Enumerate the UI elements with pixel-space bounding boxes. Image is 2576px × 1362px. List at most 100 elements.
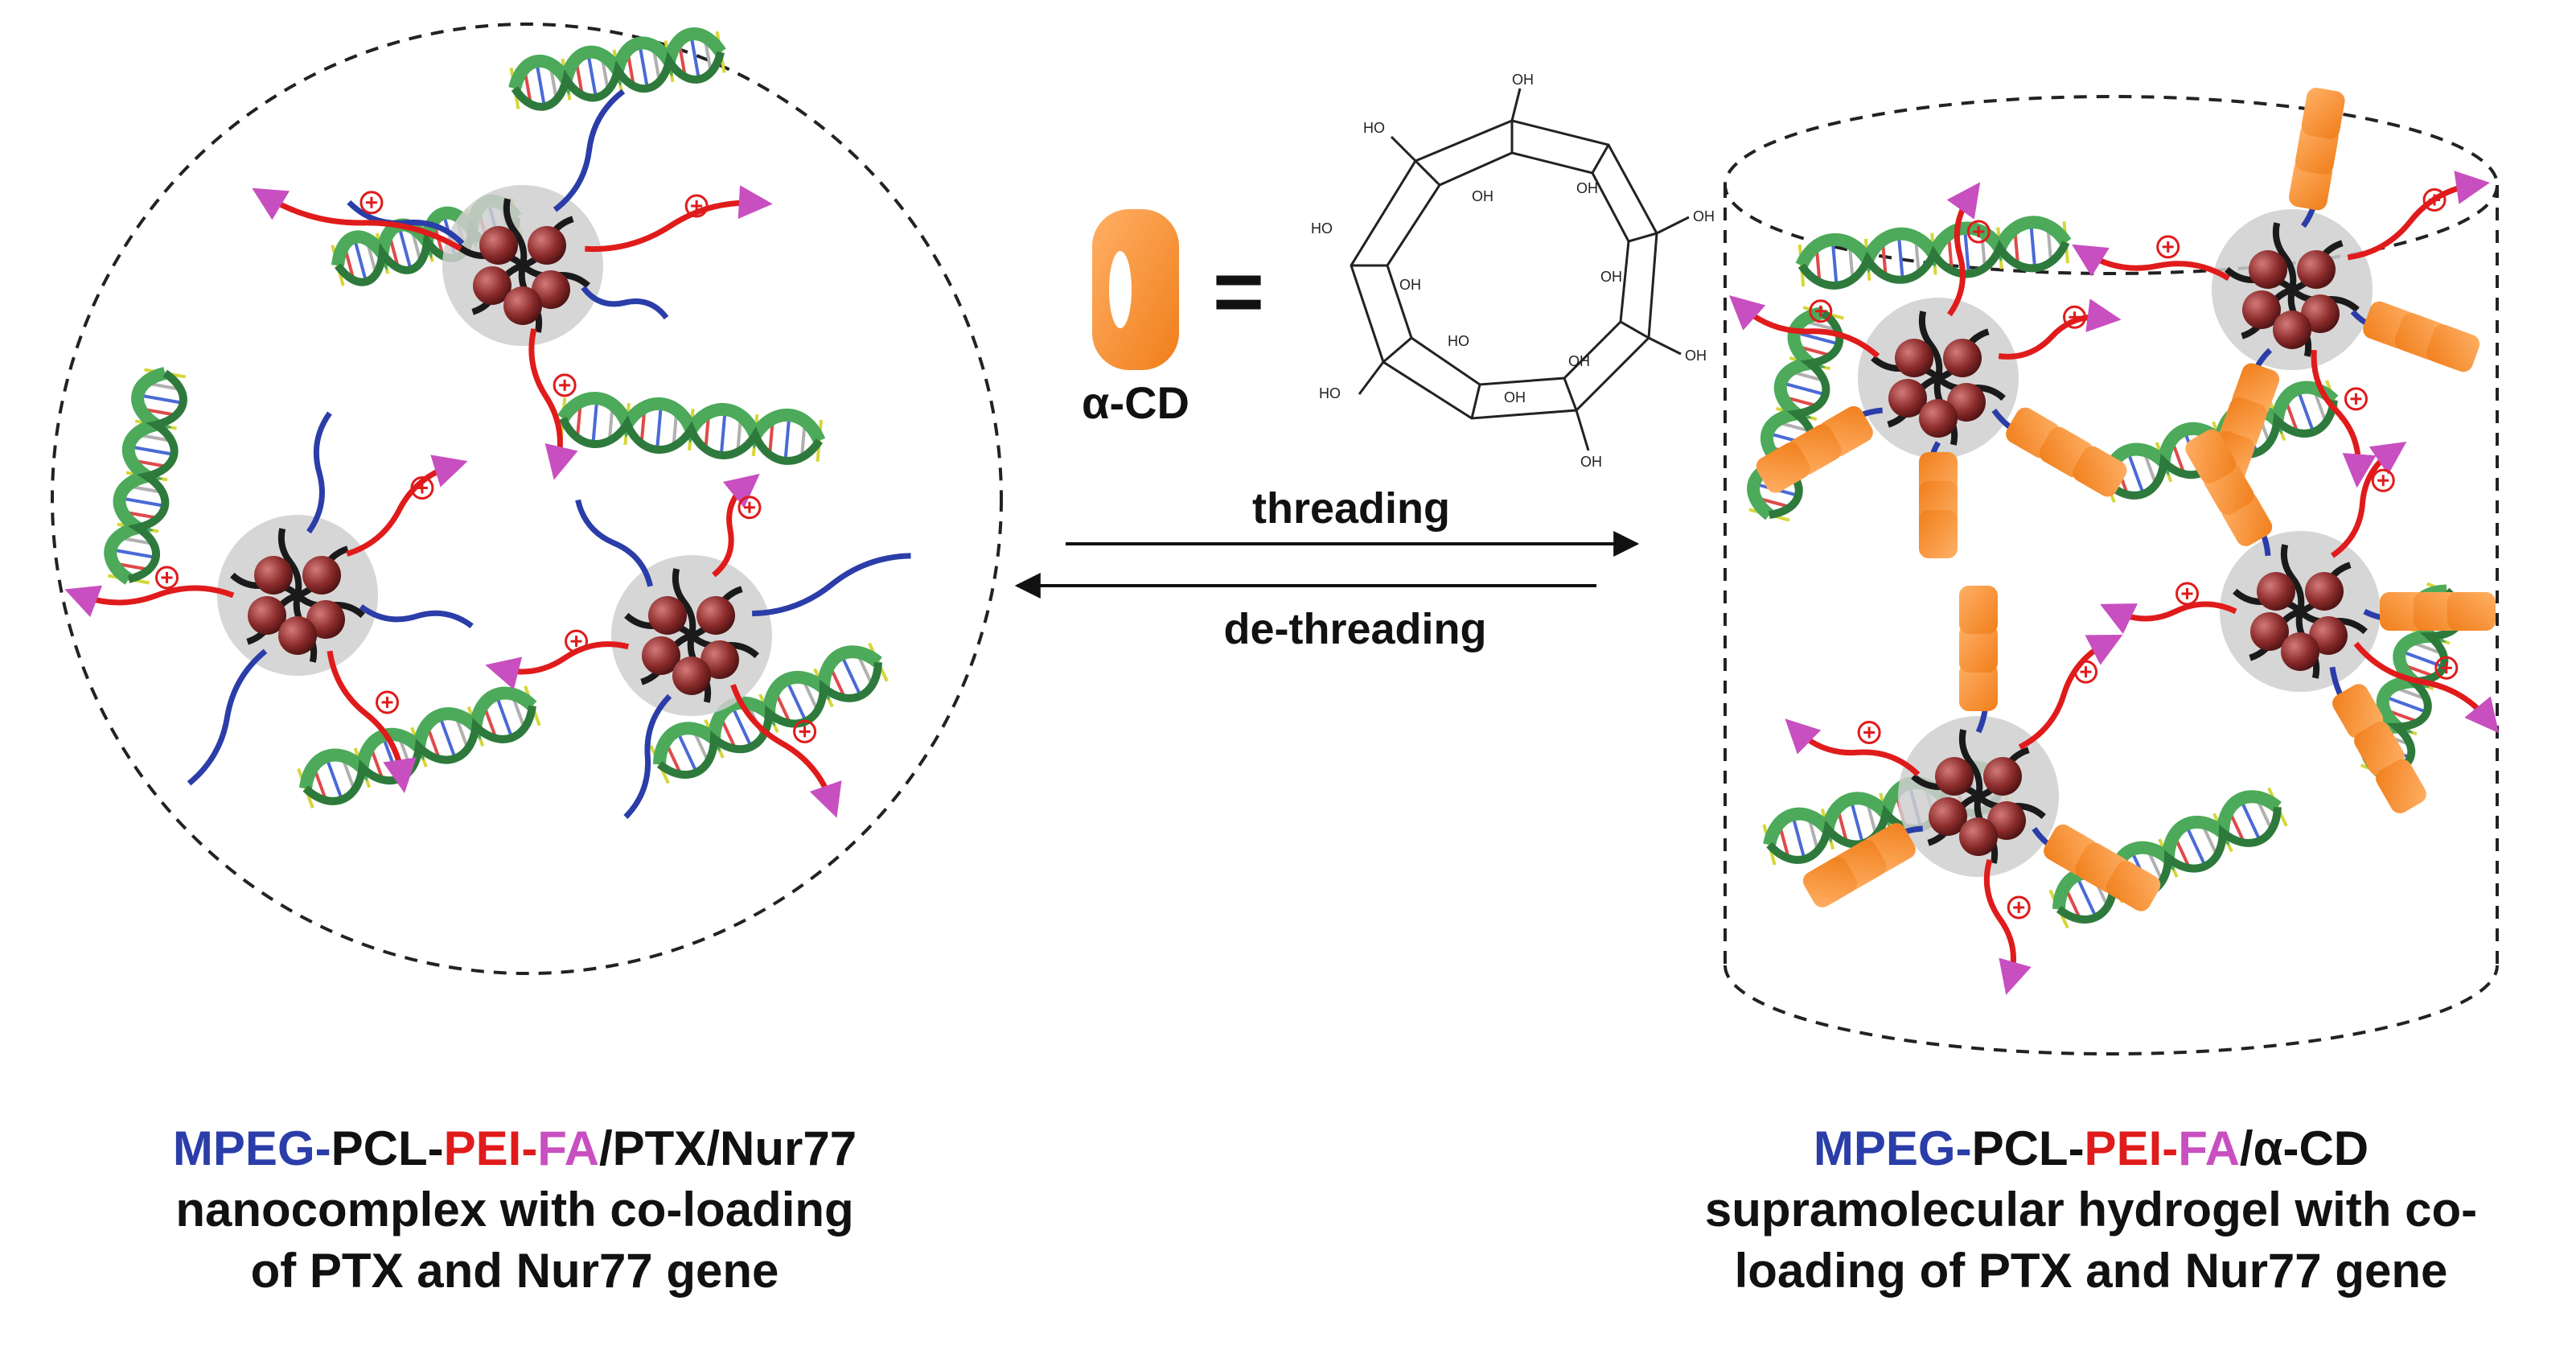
- positive-charge-icon: [1809, 299, 1833, 323]
- alpha-cd-ring: [1959, 663, 1998, 711]
- caption-right-rest: /α-CD: [2239, 1121, 2369, 1175]
- svg-text:OH: OH: [1399, 277, 1421, 293]
- mpeg-chain: [347, 200, 465, 246]
- positive-charge-icon: [2074, 660, 2098, 684]
- positive-charge-icon: [1857, 721, 1881, 745]
- positive-charge-icon: [2434, 656, 2459, 680]
- positive-charge-icon: [2422, 188, 2447, 212]
- positive-charge-icon: [1966, 220, 1991, 244]
- mpeg-chain: [187, 648, 268, 786]
- pei-fa-chain: [2353, 641, 2500, 734]
- ptx-core-particle: [528, 226, 566, 265]
- mpeg-chain: [306, 411, 332, 534]
- alpha-cd-ring: [2447, 592, 2496, 631]
- pei-fa-chain: [64, 585, 235, 618]
- ptx-core-particle: [1947, 383, 1986, 422]
- ptx-core-particle: [1987, 801, 2026, 840]
- hydrogel-panel: [1723, 88, 2500, 1055]
- positive-charge-icon: [155, 566, 179, 590]
- alpha-cd-ring: [1959, 586, 1998, 634]
- svg-text:OH: OH: [1472, 188, 1493, 204]
- ptx-core-particle: [2309, 616, 2348, 655]
- caption-right-pcl: PCL: [1971, 1121, 2069, 1175]
- dna-helix: [557, 392, 826, 465]
- positive-charge-icon: [410, 475, 434, 500]
- alpha-cd-label: α-CD: [1082, 377, 1189, 428]
- positive-charge-icon: [737, 496, 762, 520]
- pei-fa-chain: [2330, 441, 2407, 558]
- polymer-micelle: [2072, 88, 2490, 488]
- ptx-core-particle: [2297, 250, 2336, 289]
- ptx-core-particle: [2250, 612, 2289, 651]
- caption-right-pei: PEI: [2084, 1121, 2163, 1175]
- ptx-core-particle: [473, 266, 512, 305]
- pei-fa-chain: [2347, 171, 2490, 261]
- pei-fa-chain: [1998, 298, 2122, 360]
- threading-label: threading: [1252, 484, 1450, 533]
- positive-charge-icon: [2371, 468, 2395, 492]
- ptx-core-particle: [532, 270, 570, 309]
- positive-charge-icon: [2007, 895, 2031, 920]
- caption-left-line2: nanocomplex with co-loading: [175, 1183, 854, 1236]
- positive-charge-icon: [2175, 582, 2199, 606]
- de-threading-label: de-threading: [1223, 605, 1486, 653]
- ptx-core-particle: [672, 656, 711, 695]
- mpeg-chain: [623, 693, 672, 819]
- dna-helix: [297, 685, 541, 809]
- ptx-core-particle: [1983, 757, 2022, 796]
- polymer-micelle: [1729, 182, 2127, 558]
- polymer-micelle: [64, 411, 474, 793]
- polymer-micelle: [485, 473, 911, 819]
- ptx-core-particle: [2281, 632, 2319, 671]
- equilibrium-arrows: threading de-threading: [1014, 484, 1640, 653]
- cyclodextrin-structure-diagram: [1350, 88, 1690, 451]
- ptx-core-particle: [2257, 572, 2295, 611]
- svg-text:HO: HO: [1319, 385, 1341, 401]
- caption-left-mpeg: MPEG: [172, 1121, 315, 1175]
- ptx-core-particle: [1919, 399, 1958, 438]
- pei-fa-chain: [712, 473, 760, 578]
- hydroxyl-labels: OH OH OH OH OH OH OH OH OH OH HO HO HO H…: [1311, 72, 1715, 470]
- positive-charge-icon: [359, 191, 384, 215]
- positive-charge-icon: [684, 194, 709, 218]
- positive-charge-icon: [2156, 235, 2180, 259]
- ptx-core-particle: [278, 616, 317, 655]
- pei-fa-chain: [1785, 718, 1921, 777]
- polymer-micelle: [2100, 429, 2500, 813]
- dna-helix: [508, 27, 726, 111]
- caption-right-dash-2: -: [2068, 1121, 2085, 1175]
- positive-charge-icon: [2063, 305, 2087, 329]
- dna-helix: [1747, 306, 1844, 522]
- positive-charge-icon: [376, 690, 399, 714]
- ptx-core-particle: [306, 600, 345, 639]
- alpha-cd-ring: [2426, 324, 2480, 372]
- alpha-cd-ring: [2332, 684, 2383, 739]
- polymer-micelle: [1785, 586, 2161, 995]
- caption-right-line3: loading of PTX and Nur77 gene: [1734, 1244, 2448, 1298]
- caption-right-mpeg: MPEG: [1813, 1121, 1956, 1175]
- mpeg-chain: [553, 88, 626, 212]
- ptx-core-particle: [2301, 294, 2340, 333]
- positive-charge-icon: [2344, 387, 2368, 411]
- caption-right-line1: MPEG-PCL-PEI-FA/α-CD: [1617, 1118, 2566, 1179]
- pei-fa-chain: [2100, 601, 2237, 635]
- pei-fa-chain: [2311, 349, 2377, 488]
- pei-fa-chain: [1946, 182, 1981, 317]
- alpha-cd-ring: [1756, 442, 1810, 493]
- pei-fa-chain: [252, 187, 462, 252]
- svg-text:OH: OH: [1600, 269, 1622, 285]
- micelle-group-left: [64, 27, 911, 819]
- alpha-cd-ring: [2376, 759, 2426, 813]
- ptx-core-particle: [248, 596, 286, 635]
- ptx-core-particle: [1895, 339, 1933, 377]
- ptx-core-particle: [1959, 817, 1998, 856]
- caption-left-fa: FA: [537, 1121, 599, 1175]
- positive-charge-icon: [793, 719, 817, 743]
- svg-text:OH: OH: [1685, 348, 1707, 364]
- ptx-core-particle: [648, 596, 687, 635]
- ptx-core-particle: [1943, 339, 1982, 377]
- pei-fa-chain: [1729, 295, 1880, 359]
- pei-fa-chain: [346, 455, 468, 557]
- alpha-cd-ring: [1919, 510, 1958, 558]
- micelle-group-right: [1729, 88, 2500, 995]
